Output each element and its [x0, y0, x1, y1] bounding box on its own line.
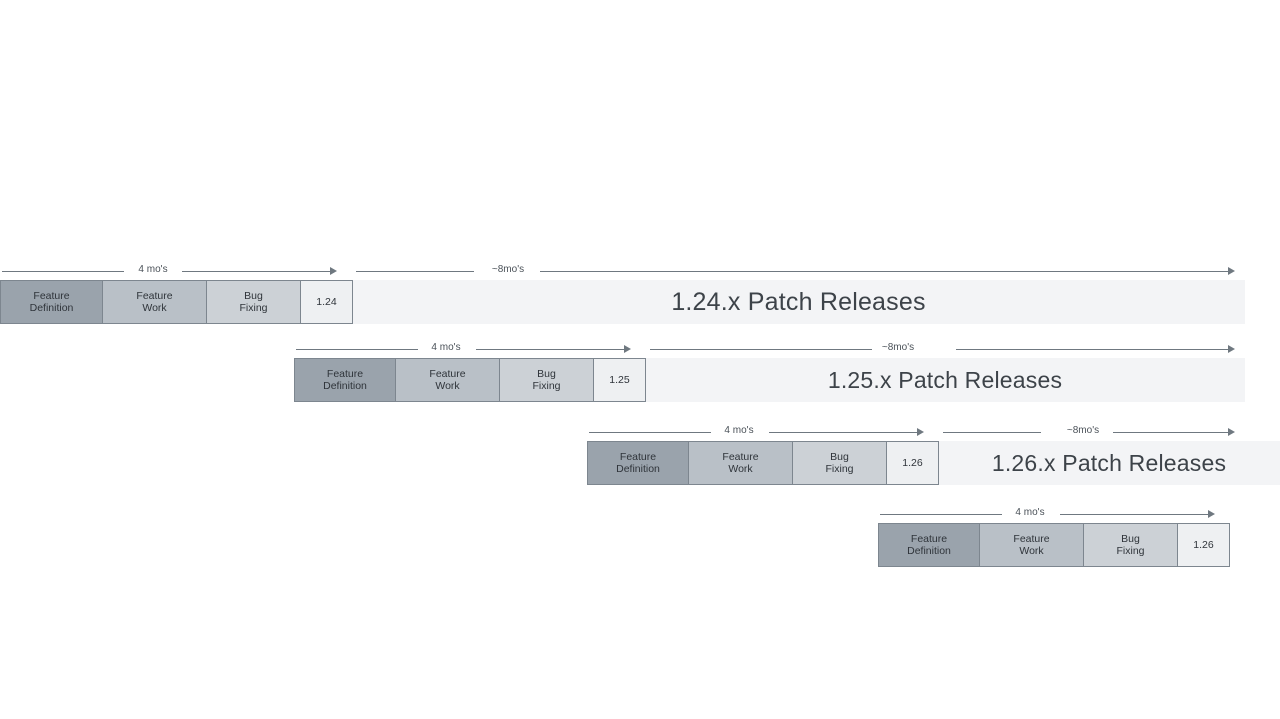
phase-label-line1: Bug	[537, 367, 556, 380]
phase-label-line2: Definition	[29, 302, 74, 314]
phase-label-line2: Definition	[616, 463, 660, 475]
arrow-line-right	[540, 271, 1228, 272]
arrow-line-right	[1113, 432, 1228, 433]
phase-bar-4: Feature Definition Feature Work Bug Fixi…	[878, 523, 1230, 567]
duration-label-dev-4: 4 mo's	[1015, 507, 1045, 518]
arrow-head-dev-3	[917, 428, 924, 436]
arrow-line-right	[476, 349, 624, 350]
patch-releases-label-2: 1.25.x Patch Releases	[827, 366, 1063, 393]
phase-label-line1: Bug	[244, 289, 263, 302]
arrow-line-left	[650, 349, 872, 350]
phase-label-line2: Work	[1019, 545, 1044, 557]
duration-label-patch-3: ~8mo's	[1066, 425, 1100, 436]
arrow-line-right	[956, 349, 1228, 350]
duration-label-dev-3: 4 mo's	[724, 425, 754, 436]
arrow-track-dev-4: 4 mo's	[878, 507, 1218, 523]
patch-band-3	[938, 441, 1280, 485]
phase-label-line2: Fixing	[239, 302, 268, 314]
version-label: 1.25	[609, 373, 630, 386]
arrow-head-patch-3	[1228, 428, 1235, 436]
version-box-4: 1.26	[1178, 524, 1229, 566]
version-label: 1.26	[1193, 538, 1214, 551]
release-row-2: 1.25.x Patch Releases Feature Definition…	[0, 330, 1280, 402]
phase-label-line1: Feature	[429, 367, 466, 380]
phase-bar-3: Feature Definition Feature Work Bug Fixi…	[587, 441, 939, 485]
version-box-2: 1.25	[594, 359, 645, 401]
phase-bug-fixing-3: Bug Fixing	[793, 442, 887, 484]
phase-feature-definition-2: Feature Definition	[295, 359, 396, 401]
arrow-track-patch-2: ~8mo's	[650, 342, 1236, 358]
arrow-line-right	[1060, 514, 1208, 515]
phase-feature-definition-3: Feature Definition	[588, 442, 689, 484]
version-label: 1.24	[316, 295, 337, 308]
arrow-head-dev-4	[1208, 510, 1215, 518]
phase-label-line2: Work	[142, 302, 167, 314]
phase-feature-definition-4: Feature Definition	[879, 524, 980, 566]
phase-label-line2: Definition	[323, 380, 367, 392]
phase-bug-fixing-1: Bug Fixing	[207, 281, 301, 323]
arrow-line-left	[2, 271, 124, 272]
patch-releases-label-1: 1.24.x Patch Releases	[671, 287, 926, 316]
version-label: 1.26	[902, 456, 923, 469]
arrow-head-patch-1	[1228, 267, 1235, 275]
phase-label-line1: Bug	[1121, 532, 1140, 545]
phase-label-line1: Feature	[910, 532, 948, 545]
phase-label-line2: Fixing	[532, 380, 561, 392]
patch-band-2	[645, 358, 1245, 402]
duration-label-dev-1: 4 mo's	[138, 264, 168, 275]
arrow-track-dev-1: 4 mo's	[0, 264, 340, 280]
phase-label-line1: Feature	[326, 367, 364, 380]
arrow-track-dev-3: 4 mo's	[587, 425, 927, 441]
patch-band-1	[352, 280, 1245, 324]
phase-feature-definition-1: Feature Definition	[1, 281, 103, 323]
arrow-head-patch-2	[1228, 345, 1235, 353]
arrow-line-left	[589, 432, 711, 433]
phase-label-line2: Fixing	[825, 463, 854, 475]
phase-label-line2: Fixing	[1116, 545, 1145, 557]
phase-feature-work-1: Feature Work	[103, 281, 207, 323]
arrow-track-dev-2: 4 mo's	[294, 342, 634, 358]
arrow-head-dev-2	[624, 345, 631, 353]
phase-bar-2: Feature Definition Feature Work Bug Fixi…	[294, 358, 646, 402]
phase-label-line2: Work	[728, 463, 753, 475]
arrow-head-dev-1	[330, 267, 337, 275]
duration-label-patch-1: ~8mo's	[491, 264, 525, 275]
arrow-line-right	[182, 271, 330, 272]
version-box-3: 1.26	[887, 442, 938, 484]
phase-feature-work-2: Feature Work	[396, 359, 500, 401]
phase-label-line1: Feature	[1013, 532, 1050, 545]
phase-bug-fixing-4: Bug Fixing	[1084, 524, 1178, 566]
release-row-4: Feature Definition Feature Work Bug Fixi…	[0, 495, 1280, 567]
release-row-3: 1.26.x Patch Releases Feature Definition…	[0, 413, 1280, 485]
phase-label-line1: Feature	[722, 450, 759, 463]
phase-feature-work-4: Feature Work	[980, 524, 1084, 566]
arrow-track-patch-1: ~8mo's	[356, 264, 1236, 280]
phase-feature-work-3: Feature Work	[689, 442, 793, 484]
phase-label-line1: Feature	[136, 289, 173, 302]
phase-bug-fixing-2: Bug Fixing	[500, 359, 594, 401]
arrow-line-left	[296, 349, 418, 350]
patch-releases-label-3: 1.26.x Patch Releases	[991, 449, 1227, 476]
phase-label-line1: Feature	[33, 289, 70, 302]
arrow-line-left	[943, 432, 1041, 433]
phase-label-line2: Work	[435, 380, 460, 392]
phase-label-line1: Feature	[619, 450, 657, 463]
arrow-track-patch-3: ~8mo's	[943, 425, 1236, 441]
release-row-1: 1.24.x Patch Releases Feature Definition…	[0, 252, 1280, 324]
duration-label-dev-2: 4 mo's	[431, 342, 461, 353]
version-box-1: 1.24	[301, 281, 352, 323]
duration-label-patch-2: ~8mo's	[881, 342, 915, 353]
arrow-line-right	[769, 432, 917, 433]
arrow-line-left	[880, 514, 1002, 515]
phase-bar-1: Feature Definition Feature Work Bug Fixi…	[0, 280, 353, 324]
phase-label-line1: Bug	[830, 450, 849, 463]
arrow-line-left	[356, 271, 474, 272]
phase-label-line2: Definition	[907, 545, 951, 557]
